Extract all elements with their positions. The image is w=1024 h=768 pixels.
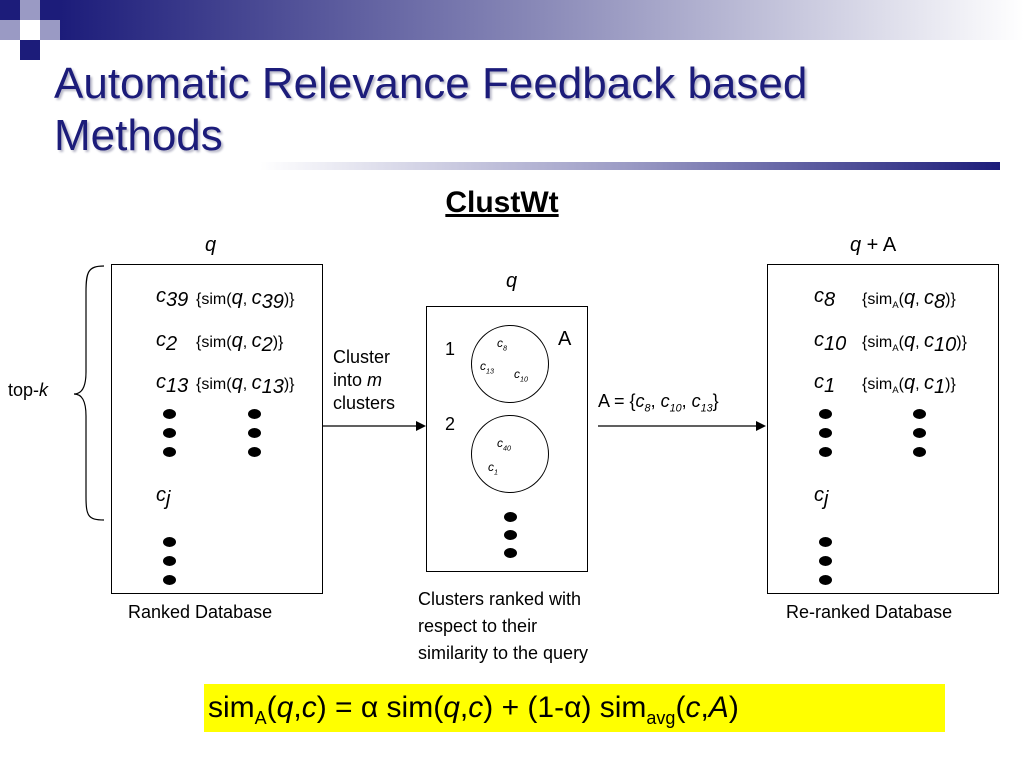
right-doc-1-sim: {simA(q, c8)} <box>862 287 956 314</box>
ellipsis-dot <box>163 409 176 419</box>
left-doc-3: c13 <box>156 371 189 398</box>
left-doc-1-sim: {sim(q, c39)} <box>196 287 295 314</box>
left-query-label: q <box>205 234 217 256</box>
middle-caption: Clusters ranked with respect to their si… <box>418 589 589 663</box>
left-doc-2: c2 <box>156 329 178 356</box>
title-line-2: Methods <box>54 111 223 160</box>
topk-label: top-k <box>8 380 49 400</box>
right-doc-3-sim: {simA(q, c1)} <box>862 372 956 399</box>
cluster-arrow-label: Cluster into m clusters <box>333 347 396 413</box>
middle-query-label: q <box>506 270 518 292</box>
cluster-1-member: c13 <box>480 359 494 376</box>
left-caption: Ranked Database <box>128 602 273 622</box>
ellipsis-dot <box>163 556 176 566</box>
ellipsis-dot <box>163 537 176 547</box>
ellipsis-dot <box>248 409 261 419</box>
cluster-2-member: c1 <box>488 460 498 477</box>
slide-title: Automatic Relevance Feedback based Metho… <box>54 58 954 162</box>
cluster-arrow <box>322 421 426 431</box>
left-doc-j: cj <box>156 484 171 511</box>
reranked-database-box <box>767 264 999 594</box>
cluster-1-circle <box>471 325 549 403</box>
left-doc-2-sim: {sim(q, c2)} <box>196 330 284 357</box>
cluster-1-label: A <box>558 328 572 350</box>
ellipsis-dot <box>819 537 832 547</box>
ellipsis-dot <box>913 428 926 438</box>
cluster-1-member: c8 <box>497 336 507 353</box>
ellipsis-dot <box>819 409 832 419</box>
cluster-1-member: c10 <box>514 367 528 384</box>
ellipsis-dot <box>248 447 261 457</box>
cluster-1-index: 1 <box>445 339 456 359</box>
ellipsis-dot <box>819 556 832 566</box>
ellipsis-dot <box>163 447 176 457</box>
right-caption: Re-ranked Database <box>786 602 953 622</box>
ellipsis-dot <box>504 512 517 522</box>
title-line-1: Automatic Relevance Feedback based <box>54 59 808 108</box>
left-doc-3-sim: {sim(q, c13)} <box>196 372 295 399</box>
ellipsis-dot <box>504 530 517 540</box>
ellipsis-dot <box>913 409 926 419</box>
ellipsis-dot <box>819 575 832 585</box>
header-decoration <box>0 0 1024 170</box>
ellipsis-dot <box>819 428 832 438</box>
cluster-2-index: 2 <box>445 414 456 434</box>
ellipsis-dot <box>913 447 926 457</box>
formula-box: simA(q,c) = α sim(q,c) + (1-α) simavg(c,… <box>204 684 945 732</box>
right-query-label: q + A <box>850 234 897 256</box>
right-doc-j: cj <box>814 484 829 511</box>
right-doc-3: c1 <box>814 371 836 398</box>
ellipsis-dot <box>504 548 517 558</box>
right-doc-2: c10 <box>814 329 847 356</box>
cluster-2-circle <box>471 415 549 493</box>
ellipsis-dot <box>819 447 832 457</box>
ellipsis-dot <box>248 428 261 438</box>
rerank-arrow <box>598 421 766 431</box>
right-doc-1: c8 <box>814 285 836 312</box>
ellipsis-dot <box>163 428 176 438</box>
slide-subtitle: ClustWt <box>445 186 559 219</box>
ellipsis-dot <box>163 575 176 585</box>
right-doc-2-sim: {simA(q, c10)} <box>862 330 967 357</box>
feedback-set-label: A = {c8, c10, c13} <box>598 391 719 415</box>
cluster-2-member: c40 <box>497 436 511 453</box>
left-doc-1: c39 <box>156 285 189 312</box>
topk-brace <box>73 265 105 521</box>
ranked-database-box <box>111 264 323 594</box>
